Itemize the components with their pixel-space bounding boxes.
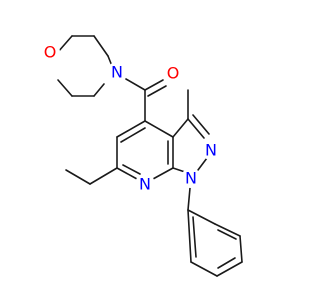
bond (147, 85, 167, 97)
bond (239, 235, 243, 263)
bond (152, 167, 174, 180)
bond (217, 229, 237, 240)
pyrazole-n2: N (201, 140, 221, 160)
bond (93, 83, 105, 97)
bond (192, 216, 197, 258)
bond (116, 120, 146, 138)
bond (214, 223, 241, 237)
carbonyl-oxygen: O (163, 63, 183, 83)
bond (116, 167, 138, 180)
bond (172, 167, 186, 173)
bond (144, 79, 164, 91)
bond (187, 187, 191, 211)
bond (197, 157, 208, 171)
atom-label: O (167, 64, 180, 83)
bond (93, 35, 109, 57)
bond (125, 78, 146, 91)
bond (172, 118, 189, 138)
pyrazole-n1: N (181, 168, 201, 188)
bond (192, 114, 210, 135)
bond (187, 209, 192, 263)
bond (187, 209, 216, 225)
bonds (57, 35, 243, 277)
bond (190, 261, 218, 277)
atom-label: N (185, 169, 197, 188)
bond (57, 79, 73, 97)
atom-label: N (139, 175, 151, 194)
atom-label: N (111, 63, 123, 82)
bond (122, 164, 141, 175)
bond (217, 257, 236, 269)
bond (65, 169, 91, 185)
atom-label: O (44, 43, 57, 62)
bond (187, 118, 205, 139)
morpholine-nitrogen: N (107, 62, 127, 82)
atom-labels: O N O N N N (40, 42, 221, 194)
morpholine-oxygen: O (40, 42, 60, 62)
atom-label: N (205, 141, 217, 160)
molecule-structure: O N O N N N (40, 35, 243, 277)
bond (144, 120, 174, 138)
bond (57, 35, 73, 53)
bond (89, 167, 118, 185)
bond (216, 261, 243, 277)
bond (120, 127, 146, 143)
pyridine-nitrogen: N (135, 174, 155, 194)
